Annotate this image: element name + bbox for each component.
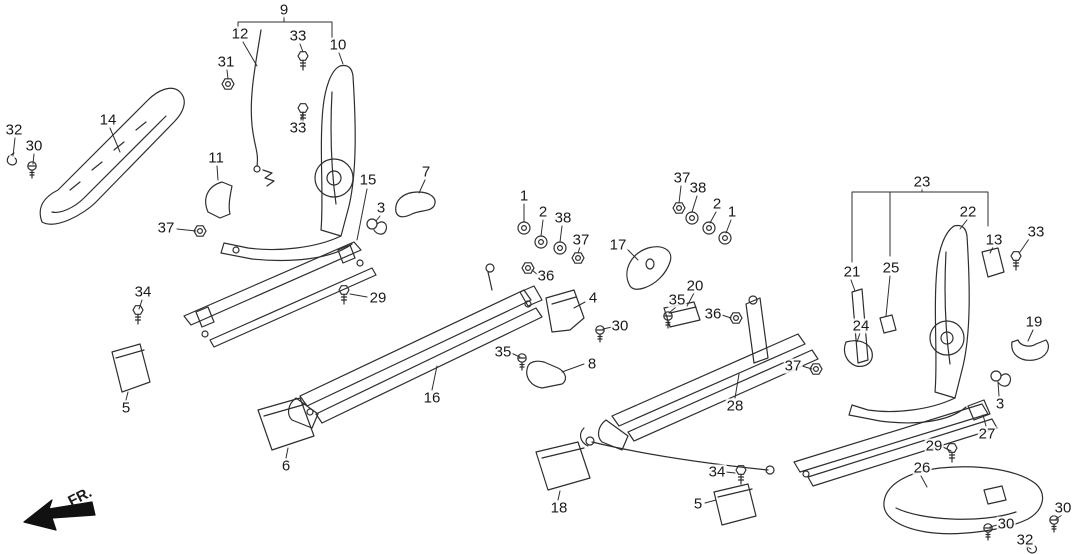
- screw-parts: [27, 161, 1059, 541]
- part-12-release-cable: [250, 29, 275, 187]
- part-15-upper-rail-left: [183, 241, 377, 348]
- part-6-cover: [257, 397, 315, 451]
- part-4-cover: [545, 289, 585, 333]
- bolt-parts: [132, 51, 1022, 485]
- part-16-slide-rail-center-left: [287, 263, 543, 429]
- part-5-cover-left: [111, 343, 151, 393]
- washer-parts: [517, 211, 732, 255]
- part-26-right-side-cover: [883, 466, 1044, 535]
- part-13-knob: [981, 247, 1005, 278]
- part-11-bracket: [205, 181, 233, 219]
- part-28-slide-rail-center-right: [579, 295, 819, 475]
- part-20-bracket: [663, 301, 701, 328]
- part-17-bracket: [626, 246, 672, 290]
- part-3-clamp-left: [366, 218, 388, 235]
- part-27-slide-rail-right: [793, 399, 998, 487]
- fr-direction-arrow: [23, 499, 96, 531]
- part-10-seat-back-frame-left: [220, 64, 356, 262]
- part-18-cover: [535, 441, 591, 491]
- part-21-guide: [851, 288, 869, 364]
- leader-lines: [12, 41, 1063, 550]
- part-25-clip: [879, 314, 897, 334]
- callout-bracket-lines: [237, 15, 989, 263]
- part-5-cover-right: [713, 483, 757, 526]
- part-3-clamp-right: [990, 370, 1012, 387]
- part-14-left-side-cover: [39, 87, 185, 225]
- clip-parts: [6, 152, 1038, 554]
- part-7-lever: [395, 191, 436, 218]
- nut-parts: [193, 78, 823, 375]
- part-24-bracket: [843, 340, 873, 367]
- part-22-seat-back-frame-right: [848, 224, 970, 424]
- part-8-bracket: [526, 360, 567, 389]
- part-19-bracket: [1011, 339, 1049, 361]
